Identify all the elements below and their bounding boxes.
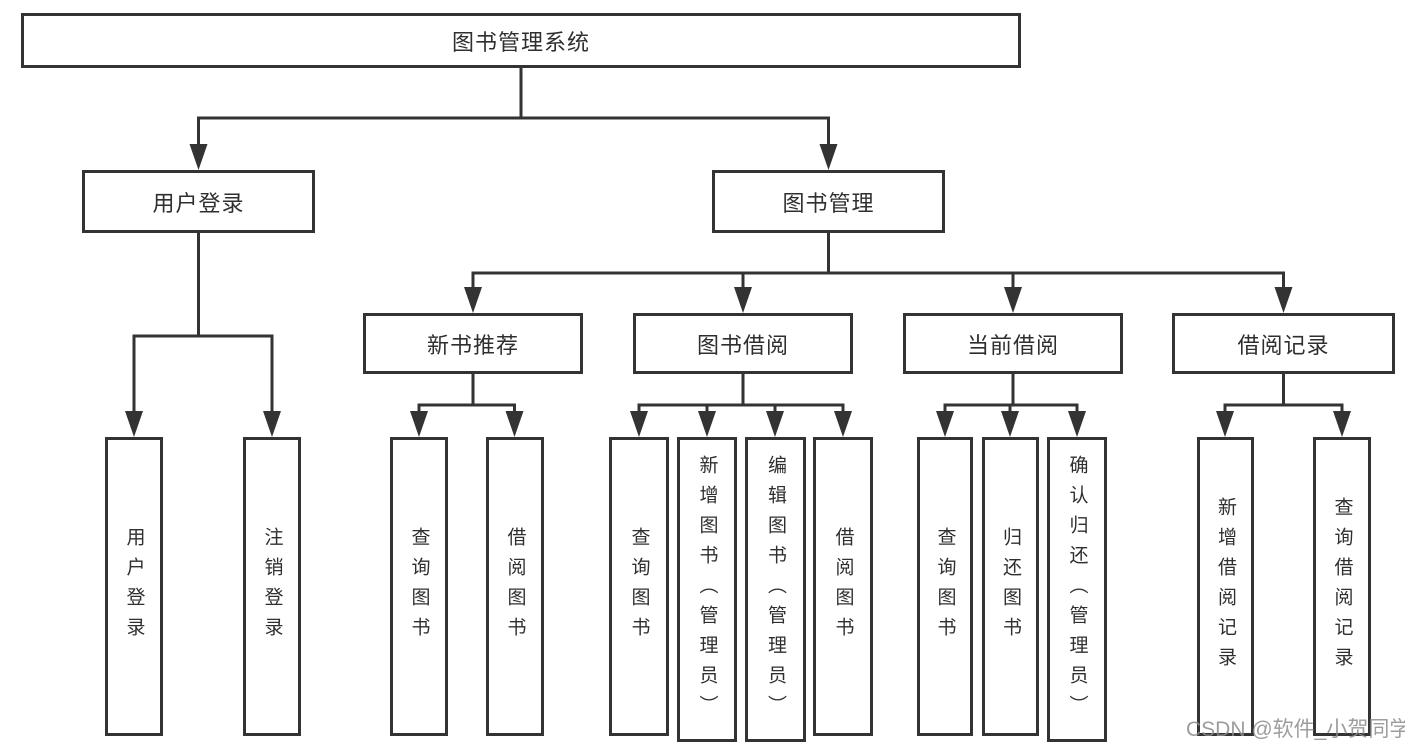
node-cb-return-books-label: 归还图书 bbox=[1000, 526, 1021, 647]
connector-new-book-rec-to-children bbox=[417, 374, 516, 413]
connector-book-management-to-level3 bbox=[471, 233, 1285, 289]
connector-user-login-to-children bbox=[132, 233, 274, 413]
node-user-login-action: 用户登录 bbox=[105, 437, 163, 736]
arrowhead-logout-action bbox=[263, 411, 281, 437]
node-current-borrowing: 当前借阅 bbox=[903, 313, 1123, 374]
node-bb-borrow-books-label: 借阅图书 bbox=[832, 526, 854, 647]
node-book-management-label: 图书管理 bbox=[782, 190, 875, 216]
arrowhead-br-query bbox=[1333, 411, 1351, 437]
node-new-book-recommendation-label: 新书推荐 bbox=[426, 332, 519, 358]
node-nb-query-books-label: 查询图书 bbox=[408, 526, 430, 647]
arrowhead-borrow-record bbox=[1274, 287, 1293, 313]
node-root: 图书管理系统 bbox=[21, 13, 1021, 68]
arrowhead-book-management bbox=[819, 144, 838, 170]
connector-current-borrow-to-children bbox=[943, 374, 1079, 413]
node-book-borrowing-label: 图书借阅 bbox=[696, 332, 789, 358]
node-logout-action: 注销登录 bbox=[243, 437, 301, 736]
arrowhead-bb-add bbox=[698, 411, 716, 437]
node-cb-query-books-label: 查询图书 bbox=[934, 526, 956, 647]
arrowhead-cb-confirm bbox=[1068, 411, 1086, 437]
node-bb-add-books-admin: 新增图书（管理员） bbox=[677, 437, 737, 742]
node-bb-borrow-books: 借阅图书 bbox=[813, 437, 873, 736]
connector-borrow-record-to-children bbox=[1223, 374, 1344, 413]
watermark: CSDN @软件_小贺同学 bbox=[1186, 718, 1405, 741]
node-nb-borrow-books-label: 借阅图书 bbox=[504, 526, 526, 647]
node-bb-query-books-label: 查询图书 bbox=[628, 526, 650, 647]
node-root-label: 图书管理系统 bbox=[451, 29, 590, 55]
node-new-book-recommendation: 新书推荐 bbox=[363, 313, 583, 374]
node-nb-query-books: 查询图书 bbox=[390, 437, 448, 736]
connector-book-borrow-to-children bbox=[637, 374, 845, 413]
node-book-borrowing: 图书借阅 bbox=[633, 313, 853, 374]
arrowhead-bb-query bbox=[630, 411, 648, 437]
arrowhead-user-login-action bbox=[125, 411, 143, 437]
node-user-login: 用户登录 bbox=[82, 170, 315, 233]
node-cb-confirm-return-admin: 确认归还（管理员） bbox=[1047, 437, 1107, 742]
node-bb-edit-books-admin: 编辑图书（管理员） bbox=[745, 437, 806, 742]
node-user-login-action-label: 用户登录 bbox=[123, 526, 145, 647]
node-user-login-label: 用户登录 bbox=[152, 190, 245, 216]
node-br-query-record: 查询借阅记录 bbox=[1313, 437, 1371, 736]
arrowhead-cb-return bbox=[1001, 411, 1019, 437]
arrowhead-nb-query bbox=[410, 411, 428, 437]
arrowhead-bb-edit bbox=[766, 411, 784, 437]
node-cb-query-books: 查询图书 bbox=[917, 437, 973, 736]
node-br-query-record-label: 查询借阅记录 bbox=[1331, 496, 1353, 677]
node-current-borrowing-label: 当前借阅 bbox=[966, 332, 1059, 358]
node-nb-borrow-books: 借阅图书 bbox=[486, 437, 544, 736]
arrowhead-bb-borrow bbox=[834, 411, 852, 437]
node-br-add-record: 新增借阅记录 bbox=[1197, 437, 1254, 736]
node-bb-add-books-admin-label: 新增图书（管理员） bbox=[696, 454, 718, 725]
node-logout-action-label: 注销登录 bbox=[261, 526, 283, 647]
node-borrowing-records-label: 借阅记录 bbox=[1237, 332, 1330, 358]
connector-root-to-level2 bbox=[197, 68, 830, 146]
arrowhead-br-add bbox=[1216, 411, 1234, 437]
arrowhead-nb-borrow bbox=[505, 411, 524, 437]
node-cb-confirm-return-admin-label: 确认归还（管理员） bbox=[1066, 454, 1088, 725]
node-bb-edit-books-admin-label: 编辑图书（管理员） bbox=[765, 454, 786, 725]
node-bb-query-books: 查询图书 bbox=[609, 437, 669, 736]
node-cb-return-books: 归还图书 bbox=[982, 437, 1039, 736]
arrowhead-book-borrow bbox=[734, 287, 752, 313]
node-br-add-record-label: 新增借阅记录 bbox=[1215, 496, 1236, 677]
arrowhead-current-borrow bbox=[1004, 287, 1022, 313]
node-book-management: 图书管理 bbox=[712, 170, 945, 233]
node-borrowing-records: 借阅记录 bbox=[1172, 313, 1395, 374]
arrowhead-new-book-rec bbox=[464, 287, 482, 313]
arrowhead-cb-query bbox=[936, 411, 954, 437]
arrowhead-user-login bbox=[189, 144, 208, 170]
